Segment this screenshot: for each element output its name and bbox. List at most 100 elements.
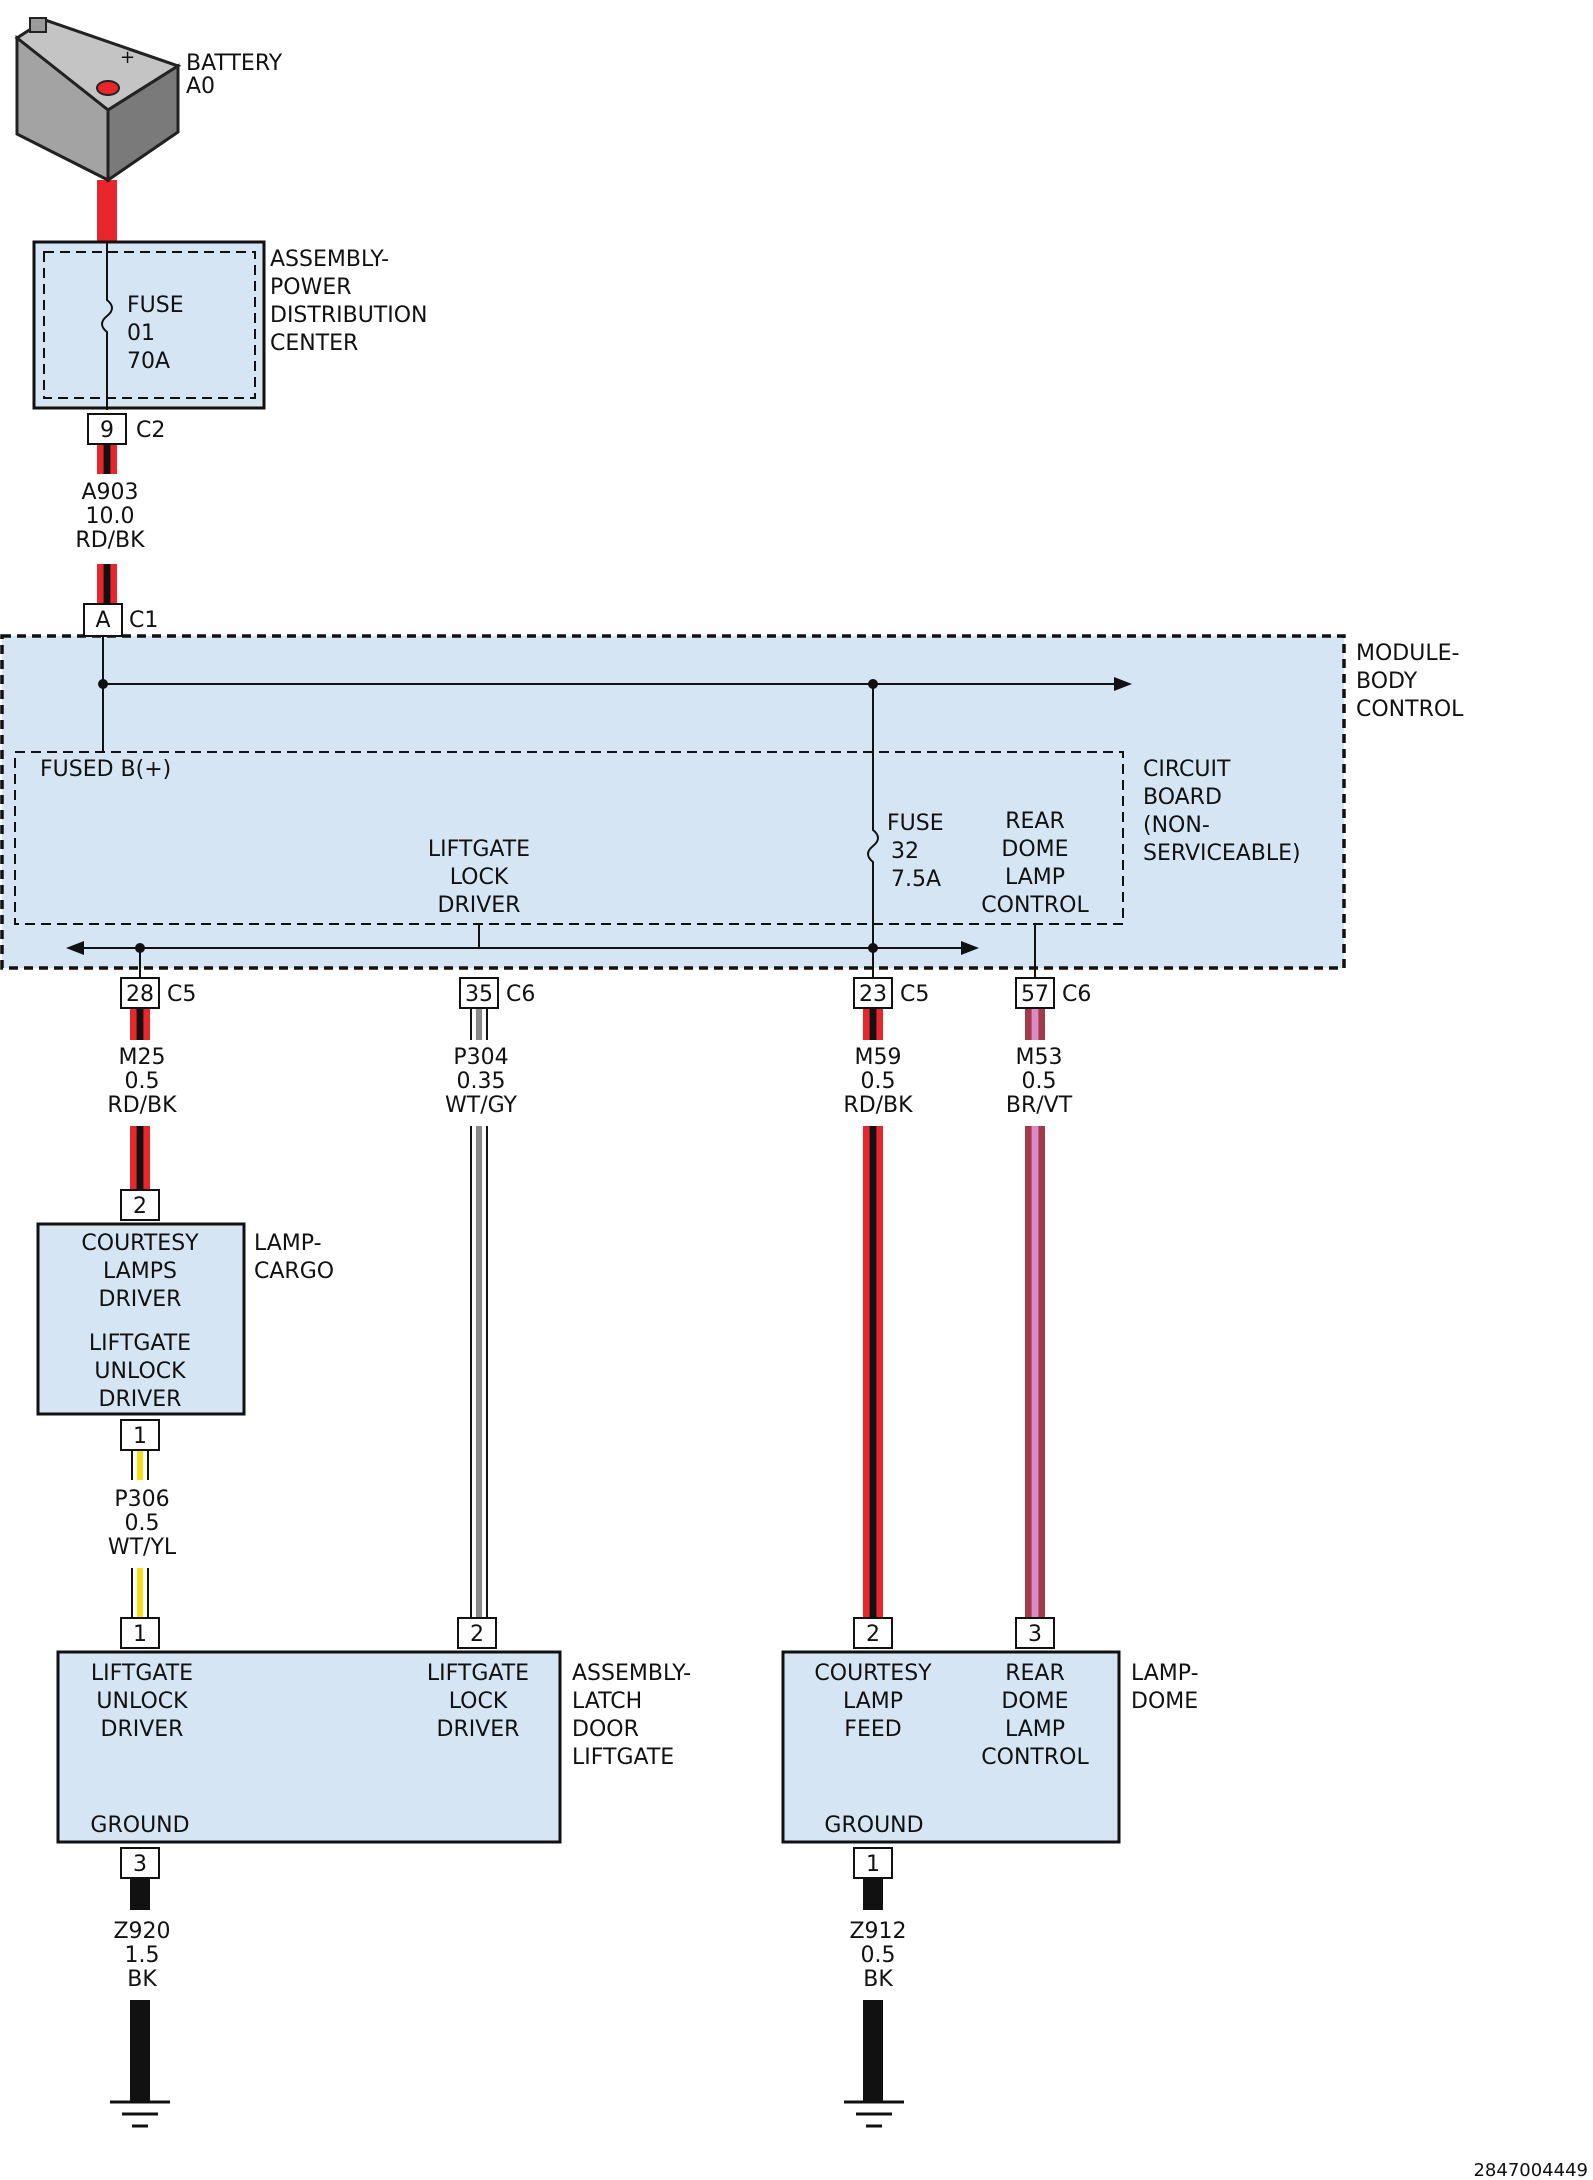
svg-text:FEED: FEED [844, 1717, 901, 1742]
cargo-lamp-label: LAMP- [254, 1231, 322, 1256]
circuit-board-label: CIRCUIT [1143, 757, 1231, 782]
svg-text:RD/BK: RD/BK [843, 1093, 913, 1118]
wire-a903-color: RD/BK [75, 528, 145, 553]
svg-text:CONTROL: CONTROL [1356, 697, 1464, 722]
rear-dome-lamp-control-label: REAR [1005, 809, 1065, 834]
body-control-module [0, 634, 1346, 970]
wires-layer [97, 180, 1045, 2102]
cargo-lamp-pin-2: 2 [133, 1194, 147, 1219]
wire-p304-lower [470, 1126, 488, 1618]
svg-text:BK: BK [863, 1967, 893, 1992]
pdc-label: ASSEMBLY- [270, 247, 389, 272]
svg-text:0.5: 0.5 [1022, 1069, 1057, 1094]
wire-z920-circuit: Z920 [113, 1919, 170, 1944]
svg-text:BODY: BODY [1356, 669, 1418, 694]
svg-text:0.35: 0.35 [457, 1069, 506, 1094]
dome-lamp-pin-3: 3 [1028, 1622, 1042, 1647]
latch-ground-label: GROUND [90, 1813, 189, 1838]
svg-text:0.5: 0.5 [125, 1511, 160, 1536]
svg-text:1.5: 1.5 [125, 1943, 160, 1968]
svg-text:UNLOCK: UNLOCK [94, 1359, 186, 1384]
wire-p306-lower [131, 1568, 149, 1618]
fuse-32-symbol [867, 684, 879, 948]
figure-id: 2847004449 [1473, 2160, 1588, 2180]
bus-arrow-right-icon [1114, 677, 1132, 691]
ground-icon-dome [844, 2100, 904, 2128]
svg-text:(NON-: (NON- [1143, 813, 1210, 838]
ground-icon-latch [110, 2100, 170, 2128]
wire-a903-circuit: A903 [81, 480, 138, 505]
svg-text:DISTRIBUTION: DISTRIBUTION [270, 303, 428, 328]
svg-text:DRIVER: DRIVER [101, 1717, 184, 1742]
wire-m59-lower [863, 1126, 883, 1618]
circuit-board [14, 751, 1124, 925]
bcm-input-pin: A [95, 608, 110, 633]
dome-lamp-pin-2: 2 [866, 1622, 880, 1647]
wire-m59-upper [863, 1008, 883, 1040]
fuse-01-symbol [101, 242, 113, 410]
battery-icon: + [14, 17, 182, 183]
svg-text:C5: C5 [167, 982, 196, 1007]
liftgate-lock-driver-label: LIFTGATE [428, 837, 530, 862]
wire-m25-upper [130, 1008, 150, 1040]
svg-text:0.5: 0.5 [861, 1943, 896, 1968]
fuse-01-name: FUSE [127, 293, 184, 318]
latch-pin-3: 3 [133, 1852, 147, 1877]
svg-text:DRIVER: DRIVER [438, 893, 521, 918]
svg-text:DOME: DOME [1001, 837, 1068, 862]
wire-z912-lower [863, 2000, 883, 2102]
svg-text:SERVICEABLE): SERVICEABLE) [1143, 841, 1301, 866]
wire-m25-lower [130, 1126, 150, 1190]
svg-text:LIFTGATE: LIFTGATE [572, 1745, 674, 1770]
svg-text:DOME: DOME [1001, 1689, 1068, 1714]
svg-text:LOCK: LOCK [449, 1689, 508, 1714]
svg-text:LOCK: LOCK [450, 865, 509, 890]
svg-text:C6: C6 [506, 982, 535, 1007]
svg-text:CONTROL: CONTROL [981, 1745, 1089, 1770]
wire-z912-upper [863, 1878, 883, 1910]
wire-p306-upper [131, 1450, 149, 1480]
wire-p306-circuit: P306 [114, 1487, 169, 1512]
bcm-label: MODULE- [1356, 641, 1459, 666]
power-distribution-center [32, 240, 266, 410]
svg-text:DOOR: DOOR [572, 1717, 639, 1742]
latch-unlock-driver-label: LIFTGATE [91, 1661, 193, 1686]
cargo-unlock-driver-label: LIFTGATE [89, 1331, 191, 1356]
wire-p304-circuit: P304 [453, 1045, 508, 1070]
bcm-pin-23: 23 [859, 982, 887, 1007]
wire-m53-upper [1025, 1008, 1045, 1040]
svg-text:CARGO: CARGO [254, 1259, 334, 1284]
svg-text:LAMP: LAMP [843, 1689, 903, 1714]
wire-a903-upper [97, 444, 117, 474]
wire-m59-circuit: M59 [855, 1045, 902, 1070]
bcm-pin-28: 28 [126, 982, 154, 1007]
fuse-32-name: FUSE [887, 811, 944, 836]
bcm-pin-57: 57 [1021, 982, 1049, 1007]
wire-a903-lower [97, 564, 117, 604]
fuse-32-rating: 7.5A [891, 867, 941, 892]
latch-assembly [56, 1650, 562, 1844]
svg-text:LAMP: LAMP [1005, 1717, 1065, 1742]
dome-lamp-label: LAMP- [1131, 1661, 1199, 1686]
svg-text:LAMPS: LAMPS [103, 1259, 177, 1284]
dome-ground-label: GROUND [824, 1813, 923, 1838]
bus-arrow-right-icon-2 [961, 941, 979, 955]
bcm-input-connector: C1 [129, 608, 158, 633]
svg-text:C6: C6 [1062, 982, 1091, 1007]
svg-text:WT/GY: WT/GY [445, 1093, 518, 1118]
latch-pin-2: 2 [470, 1622, 484, 1647]
svg-text:CONTROL: CONTROL [981, 893, 1089, 918]
wire-z912-circuit: Z912 [849, 1919, 906, 1944]
battery-id: A0 [186, 74, 215, 99]
battery-label: BATTERY [186, 51, 283, 76]
pdc-pin: 9 [100, 418, 114, 443]
fuse-01-rating: 70A [127, 349, 170, 374]
svg-text:DRIVER: DRIVER [437, 1717, 520, 1742]
svg-text:LATCH: LATCH [572, 1689, 642, 1714]
svg-text:LAMP: LAMP [1005, 865, 1065, 890]
wire-z920-upper [130, 1878, 150, 1910]
wire-m53-lower [1025, 1126, 1045, 1618]
courtesy-lamp-feed-label: COURTESY [814, 1661, 932, 1686]
svg-text:C5: C5 [900, 982, 929, 1007]
fused-b-plus-label: FUSED B(+) [40, 757, 171, 782]
